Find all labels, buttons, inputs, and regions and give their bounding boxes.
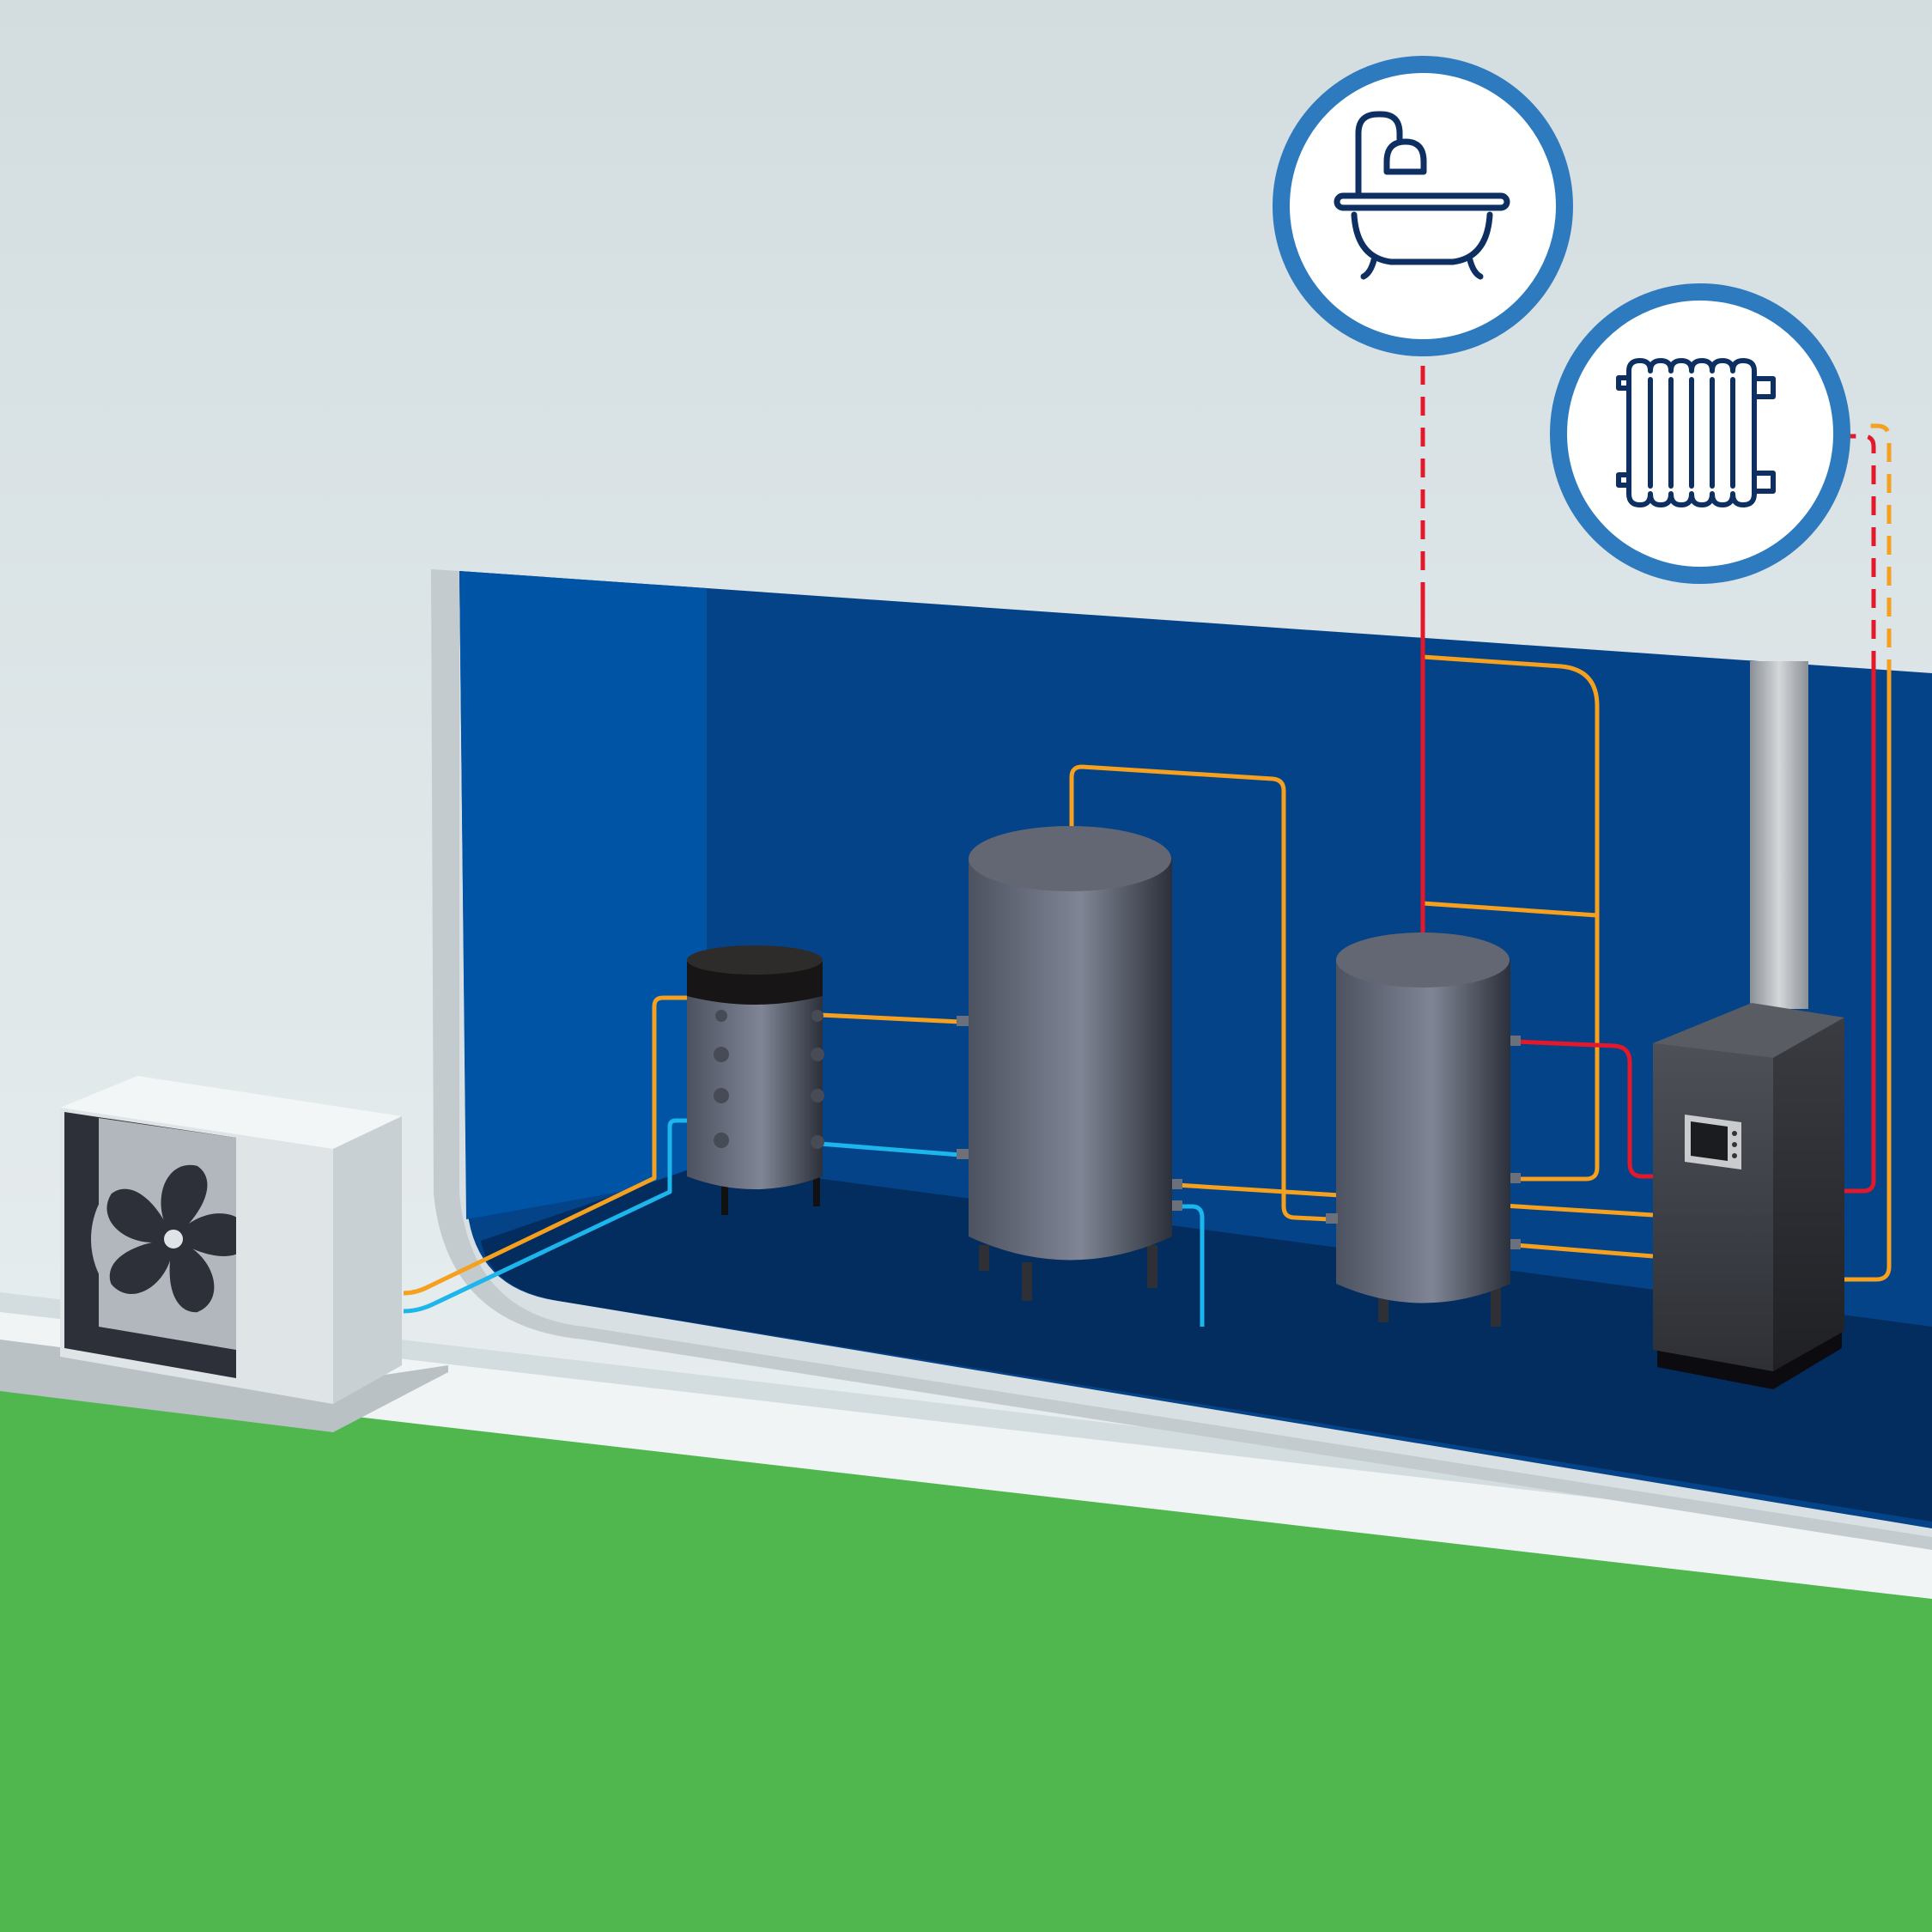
boiler-base [1657, 1327, 1842, 1389]
radiator-output [1550, 283, 1850, 584]
foundation-shadow [0, 1292, 1932, 1537]
lawn [0, 1374, 1932, 1932]
pipe-radiator-return-dashed [1865, 423, 1892, 678]
pipe-cylinder-crossbar [1422, 901, 1598, 918]
boiler-unit [1653, 1003, 1844, 1389]
boiler-side [1773, 1018, 1844, 1371]
room-floor [481, 1163, 1932, 1522]
small-buffer-tank [687, 945, 824, 1215]
unit-side-panel [236, 1138, 333, 1404]
outdoor-heat-pump-unit [0, 1076, 448, 1432]
unit-side [333, 1116, 402, 1404]
pipe-buffer-cold [819, 1141, 961, 1157]
pipe-hp-flow [403, 995, 687, 1296]
control-panel-icon [1685, 1115, 1741, 1170]
hot-water-cylinder [1326, 933, 1521, 1327]
pipes [403, 356, 1892, 1327]
pipe-cylinder-loop [1422, 654, 1600, 1182]
bath-output [1273, 56, 1573, 356]
pipe-radiator-flow [1844, 670, 1876, 1194]
unit-top [60, 1076, 402, 1149]
chimney-flue [1750, 661, 1808, 1009]
pipe-radiator-flow-dashed [1848, 434, 1876, 670]
pipe-buffer-hot [819, 1012, 961, 1024]
fan-icon [91, 1157, 256, 1321]
boiler-top [1653, 1003, 1844, 1058]
foundation-strip [0, 1292, 1932, 1599]
large-storage-tank [957, 826, 1182, 1301]
boiler-front [1653, 1043, 1773, 1371]
pipe-storage-top-loop [1069, 764, 1330, 1222]
radiator-icon [1616, 358, 1776, 507]
pipe-heating-flow [1515, 1039, 1653, 1179]
room-left-wall [459, 571, 707, 1219]
pipe-cold-mains [1176, 1204, 1205, 1327]
pipe-radiator-return [1844, 678, 1892, 1282]
bathtub-icon [1334, 111, 1510, 280]
pipe-cylinder-to-boiler [1515, 1242, 1654, 1259]
pipe-hp-return [403, 1118, 687, 1314]
